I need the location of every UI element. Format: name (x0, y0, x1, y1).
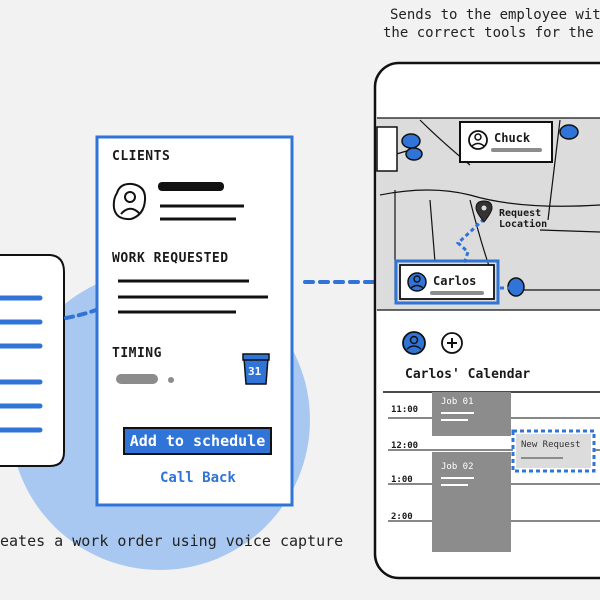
job-02-block[interactable] (432, 452, 511, 552)
timing-heading: TIMING (112, 346, 162, 361)
bottom-caption: eates a work order using voice capture (0, 532, 344, 550)
work-requested-placeholder (118, 279, 268, 314)
timing-placeholder (116, 374, 174, 384)
top-caption-line2: the correct tools for the jo (383, 25, 600, 41)
request-location-line2: Location (499, 219, 548, 230)
carlos-label: Carlos (433, 274, 477, 288)
connector-doc-to-card (64, 308, 98, 320)
work-requested-heading: WORK REQUESTED (112, 251, 229, 266)
client-avatar-icon (112, 182, 147, 221)
document-icon (0, 254, 65, 467)
calendar-icon (242, 353, 270, 385)
time-2: 2:00 (391, 512, 413, 522)
time-11: 11:00 (391, 405, 419, 415)
carlos-person-icon (407, 272, 427, 292)
add-icon[interactable] (441, 332, 463, 354)
map-pin-icon (475, 200, 493, 223)
calendar-title: Carlos' Calendar (405, 367, 531, 382)
request-location-line1: Request (499, 208, 542, 219)
chuck-person-icon (468, 130, 488, 150)
job-02-label: Job 02 (441, 462, 474, 472)
call-back-link[interactable]: Call Back (160, 470, 236, 486)
clients-heading: CLIENTS (112, 149, 171, 164)
new-request-label: New Request (521, 440, 581, 450)
top-caption-line1: Sends to the employee wit (390, 7, 600, 23)
job-01-block[interactable] (432, 392, 511, 436)
carlos-marker-card (394, 259, 500, 305)
calendar-icon-number: 31 (248, 365, 262, 378)
client-details-placeholder (158, 182, 244, 221)
chuck-label: Chuck (494, 131, 531, 145)
new-request-block[interactable] (511, 429, 596, 473)
time-1: 1:00 (391, 475, 413, 485)
chuck-marker-card (459, 121, 553, 163)
person-icon[interactable] (402, 331, 426, 355)
add-to-schedule-button[interactable]: Add to schedule (123, 427, 272, 455)
time-12: 12:00 (391, 441, 419, 451)
job-01-label: Job 01 (441, 397, 474, 407)
